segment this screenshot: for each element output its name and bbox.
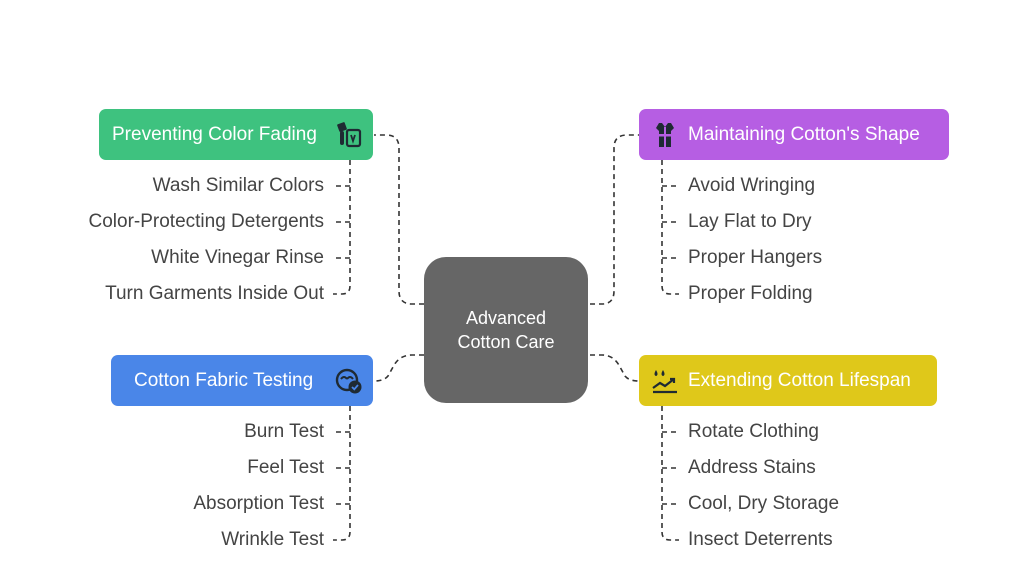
list-item: Cool, Dry Storage bbox=[688, 493, 840, 514]
list-item: Absorption Test bbox=[193, 493, 324, 514]
list-item: Proper Folding bbox=[688, 283, 813, 304]
list-item: White Vinegar Rinse bbox=[151, 247, 324, 268]
connector-shape-items bbox=[661, 160, 679, 295]
topic-cotton-lifespan[interactable]: Extending Cotton Lifespan bbox=[639, 355, 937, 406]
list-item: Color-Protecting Detergents bbox=[88, 211, 325, 232]
list-item: Address Stains bbox=[688, 457, 816, 478]
topic-label: Preventing Color Fading bbox=[112, 123, 317, 145]
list-item: Feel Test bbox=[247, 457, 324, 478]
central-topic-line2: Cotton Care bbox=[457, 332, 555, 352]
topic-cotton-shape[interactable]: Maintaining Cotton's Shape bbox=[639, 109, 949, 160]
connector-color-fading-items bbox=[333, 160, 351, 295]
list-item: Rotate Clothing bbox=[688, 421, 819, 442]
list-item: Wrinkle Test bbox=[221, 529, 324, 550]
connector-testing-items bbox=[333, 406, 351, 541]
list-item: Insect Deterrents bbox=[688, 529, 833, 550]
list-item: Lay Flat to Dry bbox=[688, 211, 812, 232]
connector-center-lifespan bbox=[590, 354, 640, 382]
list-item: Proper Hangers bbox=[688, 247, 823, 268]
topic-fabric-testing[interactable]: Cotton Fabric Testing bbox=[111, 355, 373, 406]
topic-color-fading[interactable]: Preventing Color Fading bbox=[99, 109, 373, 160]
list-item: Wash Similar Colors bbox=[152, 175, 324, 196]
list-item: Avoid Wringing bbox=[688, 175, 816, 196]
topic-label: Maintaining Cotton's Shape bbox=[688, 123, 920, 145]
inspection-check-icon bbox=[333, 365, 365, 397]
central-topic-line1: Advanced bbox=[465, 308, 547, 328]
list-item: Turn Garments Inside Out bbox=[105, 283, 324, 304]
list-item: Burn Test bbox=[244, 421, 324, 442]
garment-icon bbox=[649, 119, 681, 151]
paint-tools-icon bbox=[333, 119, 365, 151]
connector-lifespan-items bbox=[661, 406, 679, 541]
connector-center-color-fading bbox=[374, 134, 424, 305]
connector-center-shape bbox=[590, 134, 639, 305]
connector-center-testing bbox=[373, 354, 424, 382]
topic-label: Cotton Fabric Testing bbox=[134, 369, 314, 391]
durability-chart-icon bbox=[649, 365, 681, 397]
topic-label: Extending Cotton Lifespan bbox=[688, 369, 911, 391]
central-topic[interactable]: Advanced Cotton Care bbox=[424, 257, 588, 403]
